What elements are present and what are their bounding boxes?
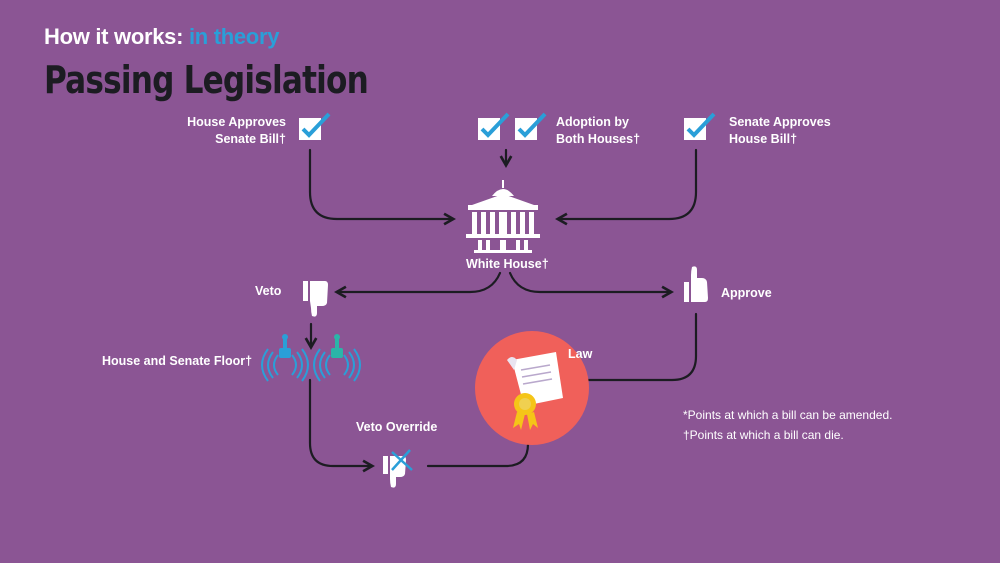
microphone-icon (313, 334, 361, 382)
footnote-amended: *Points at which a bill can be amended. (683, 408, 893, 422)
footnotes: *Points at which a bill can be amended. … (683, 405, 892, 445)
slide-title: Passing Legislation (44, 58, 369, 102)
veto-label: Veto (255, 284, 282, 298)
footnote-die: †Points at which a bill can die. (683, 428, 844, 442)
arrow-approve-to-law (564, 312, 698, 387)
approve-label: Approve (721, 286, 772, 300)
arrow-house-to-whitehouse (308, 148, 456, 226)
floor-label: House and Senate Floor† (102, 354, 253, 368)
adoption-label: Adoption by Both Houses† (556, 115, 641, 146)
arrow-senate-to-whitehouse (555, 148, 698, 226)
checkbox-icon (515, 112, 547, 140)
veto-override-label: Veto Override (356, 420, 438, 434)
senate-approves-label: Senate Approves House Bill† (729, 115, 831, 146)
microphone-icon (261, 334, 309, 382)
thumbs-down-icon (303, 281, 328, 317)
checkbox-icon (478, 112, 510, 140)
subtitle-highlight: in theory (188, 24, 280, 49)
arrow-whitehouse-to-veto (334, 271, 502, 299)
white-house-label: White House† (466, 257, 549, 271)
veto-override-icon (383, 449, 413, 488)
thumbs-up-icon (684, 266, 708, 302)
arrow-whitehouse-to-approve (508, 271, 674, 299)
white-house-icon (466, 180, 540, 253)
checkbox-icon (684, 112, 716, 140)
law-label: Law (568, 347, 593, 361)
house-approves-label: House Approves Senate Bill† (187, 115, 286, 146)
subtitle-prefix: How it works: (44, 24, 184, 49)
arrow-floor-to-override (308, 378, 375, 473)
checkbox-icon (299, 112, 331, 140)
law-scroll-icon (475, 331, 589, 445)
slide-subtitle: How it works: in theory (44, 24, 279, 50)
